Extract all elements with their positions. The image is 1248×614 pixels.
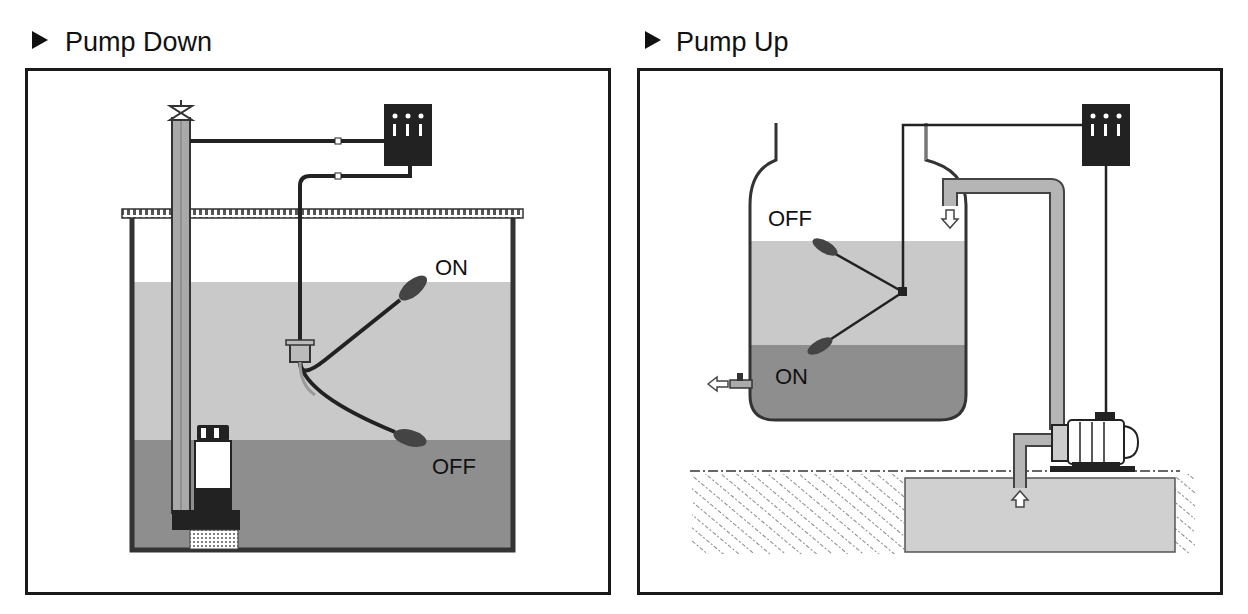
surface-pump — [1050, 412, 1138, 472]
panel-heading: Pump Up — [676, 27, 789, 58]
diagram-panel: Pump Down — [25, 68, 611, 595]
control-box — [1082, 104, 1130, 166]
panel-heading: Pump Down — [65, 27, 212, 58]
float-level-label: ON — [435, 257, 468, 279]
float-level-label: OFF — [768, 208, 812, 230]
float-switches — [805, 125, 1083, 358]
heading-marker — [32, 31, 48, 49]
power-cable — [1105, 166, 1108, 420]
float-level-label: OFF — [432, 456, 476, 478]
float-level-label: ON — [775, 366, 808, 388]
heading-marker — [645, 31, 661, 49]
control-box — [384, 104, 432, 166]
suction-pipe — [1012, 440, 1052, 507]
power-cable — [190, 139, 385, 143]
diagram-panel: Pump Up — [637, 68, 1223, 595]
discharge-pipe — [170, 100, 192, 513]
ground — [690, 471, 1195, 554]
delivery-pipe — [942, 186, 1057, 430]
storage-tank — [745, 123, 970, 425]
outlet-valve — [708, 373, 752, 391]
float-cable — [300, 165, 410, 343]
submersible-pump — [172, 425, 240, 549]
float-switches — [286, 271, 431, 450]
